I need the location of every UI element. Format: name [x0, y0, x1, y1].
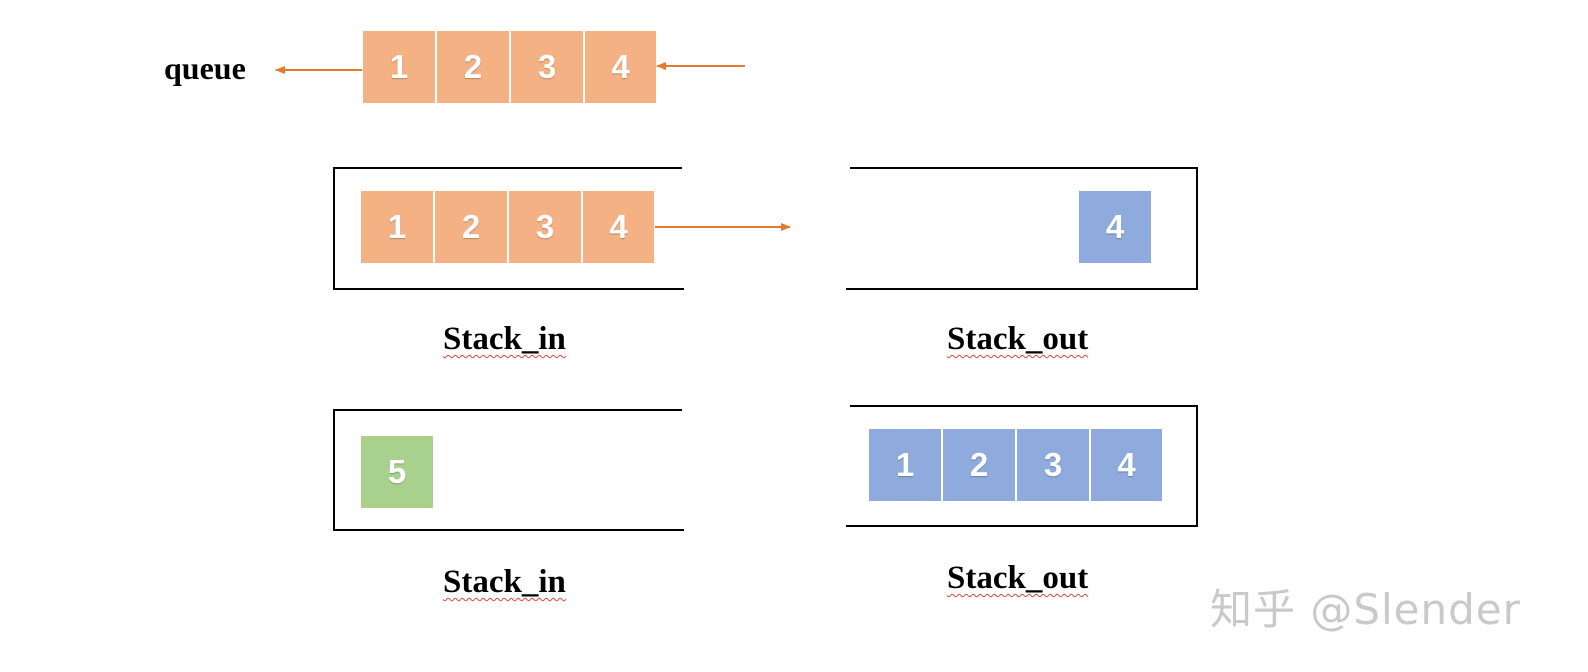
stack-out-cell: 1: [869, 429, 941, 501]
stack-out-label-1: Stack_out: [947, 321, 1089, 357]
stack-in-cell: 4: [583, 191, 654, 263]
stack-in-cell: 2: [435, 191, 507, 263]
stack-out-cell: 4: [1079, 191, 1151, 263]
queue-cell: 3: [511, 31, 583, 103]
queue-cell: 1: [363, 31, 435, 103]
stack-out-frame-1: [846, 167, 1198, 290]
stack-in-label-1: Stack_in: [443, 321, 566, 357]
stack-out-frame-2: [846, 405, 1198, 527]
stack-in-cell: 3: [509, 191, 581, 263]
stack-in-frame-1: [333, 167, 684, 290]
queue-label: queue: [164, 50, 246, 86]
stack-in-cell: 5: [361, 436, 433, 508]
stack-out-cell: 3: [1017, 429, 1089, 501]
stack-in-frame-2: [333, 409, 684, 531]
stack-in-cell: 1: [361, 191, 433, 263]
stack-out-label-2: Stack_out: [947, 560, 1089, 596]
watermark: 知乎 @Slender: [1210, 585, 1521, 634]
stack-out-cell: 4: [1091, 429, 1162, 501]
queue-cell: 2: [437, 31, 509, 103]
stack-in-label-2: Stack_in: [443, 564, 566, 600]
queue-cell: 4: [585, 31, 656, 103]
stack-out-cell: 2: [943, 429, 1015, 501]
